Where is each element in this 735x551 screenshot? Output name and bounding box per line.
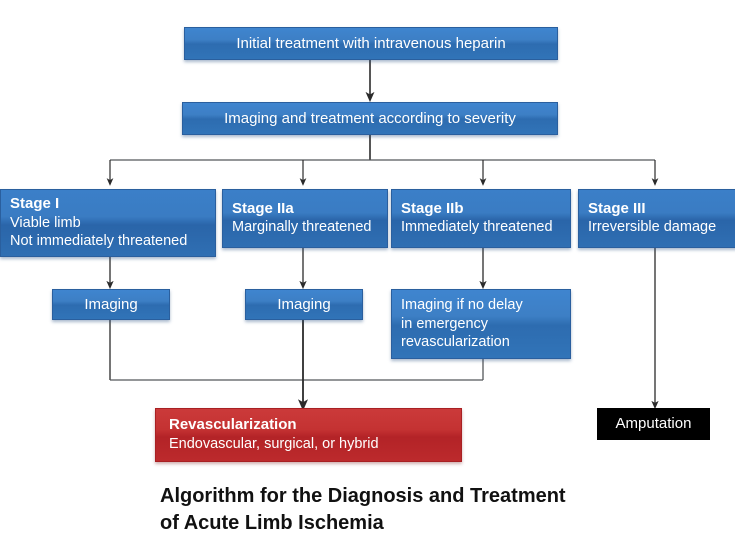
node-amputation[interactable]: Amputation: [597, 408, 710, 440]
node-imaging-stage-2b-line-1: Imaging if no delay: [401, 296, 523, 313]
node-stage-2a-line-1: Marginally threatened: [232, 219, 372, 236]
node-imaging-stage-1[interactable]: Imaging: [52, 289, 170, 320]
node-revascularization-heading: Revascularization: [169, 416, 297, 434]
node-amputation-label: Amputation: [615, 415, 692, 432]
node-initial-treatment-label: Initial treatment with intravenous hepar…: [236, 34, 506, 52]
node-imaging-stage-1-label: Imaging: [84, 295, 138, 313]
node-imaging-severity-label: Imaging and treatment according to sever…: [224, 109, 516, 127]
node-imaging-stage-2b[interactable]: Imaging if no delay in emergency revascu…: [391, 289, 571, 359]
node-stage-2b-heading: Stage IIb: [401, 199, 464, 217]
edge-severity-to-bus: [106, 135, 659, 186]
node-imaging-stage-2b-line-3: revascularization: [401, 334, 510, 351]
node-stage-1-line-1: Viable limb: [10, 214, 81, 231]
node-imaging-severity[interactable]: Imaging and treatment according to sever…: [182, 102, 558, 135]
node-imaging-stage-2b-line-2: in emergency: [401, 315, 489, 332]
figure-title-line-1: Algorithm for the Diagnosis and Treatmen…: [160, 485, 566, 507]
node-stage-3-line-1: Irreversible damage: [588, 219, 717, 236]
node-stage-1-heading: Stage I: [10, 194, 60, 212]
figure-title-line-2: of Acute Limb Ischemia: [160, 512, 384, 534]
node-stage-1[interactable]: Stage I Viable limb Not immediately thre…: [0, 189, 216, 257]
node-revascularization-line-1: Endovascular, surgical, or hybrid: [169, 435, 379, 452]
node-stage-3[interactable]: Stage III Irreversible damage: [578, 189, 735, 248]
node-stage-1-line-2: Not immediately threatened: [10, 233, 188, 250]
node-stage-3-heading: Stage III: [588, 199, 646, 217]
figure-title: Algorithm for the Diagnosis and Treatmen…: [160, 483, 680, 537]
node-stage-2a-heading: Stage IIa: [232, 199, 294, 217]
node-initial-treatment[interactable]: Initial treatment with intravenous hepar…: [184, 27, 558, 60]
node-stage-2b[interactable]: Stage IIb Immediately threatened: [391, 189, 571, 248]
node-stage-2b-line-1: Immediately threatened: [401, 219, 553, 236]
node-revascularization[interactable]: Revascularization Endovascular, surgical…: [155, 408, 462, 462]
node-imaging-stage-2a[interactable]: Imaging: [245, 289, 363, 320]
node-stage-2a[interactable]: Stage IIa Marginally threatened: [222, 189, 388, 248]
node-imaging-stage-2a-label: Imaging: [277, 295, 331, 313]
